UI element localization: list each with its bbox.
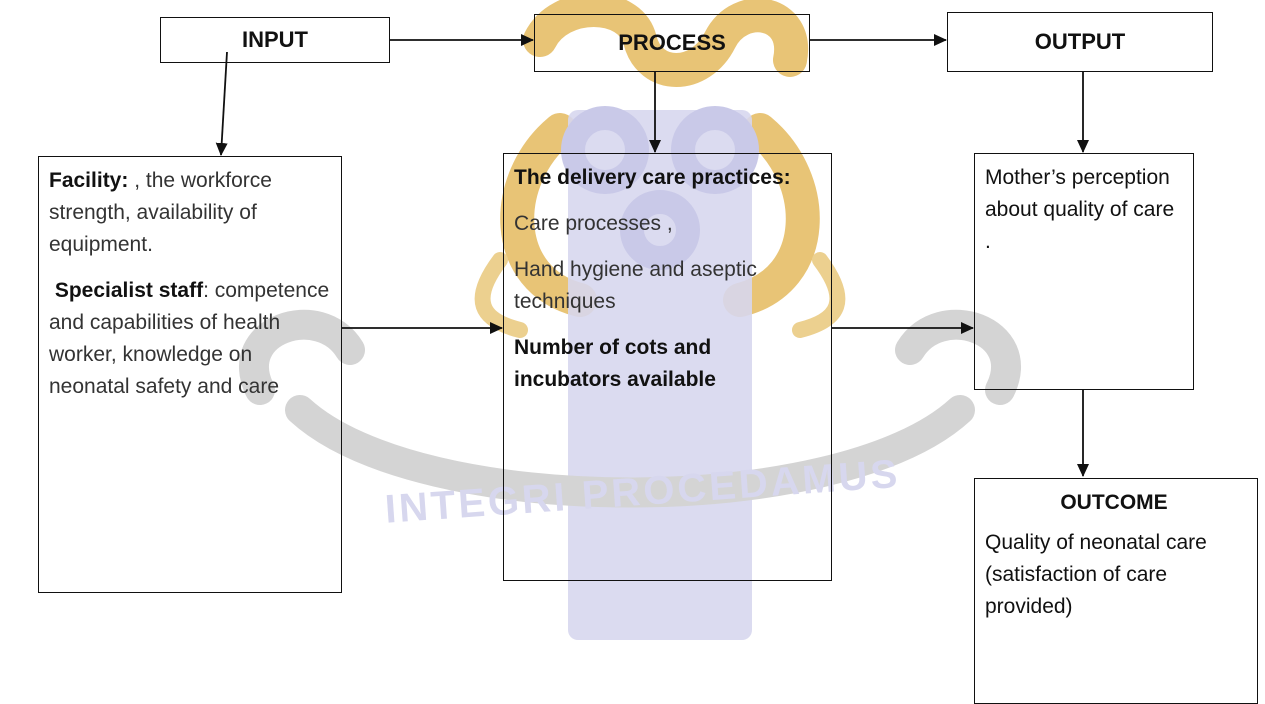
output-text: Mother’s perception about quality of car… (985, 166, 1175, 253)
output-content-box: Mother’s perception about quality of car… (974, 153, 1194, 390)
staff-text: : competence and capabilities of health … (49, 279, 330, 398)
arrow-input-down (215, 51, 228, 156)
output-title: OUTPUT (1034, 29, 1126, 54)
staff-label: Specialist staff (54, 279, 204, 302)
input-content-box: Facility: , the workforce strength, avai… (38, 156, 342, 593)
process-title-box: PROCESS (534, 14, 810, 72)
process-title: PROCESS (618, 30, 726, 55)
process-item-3: Number of cots and incubators available (514, 332, 821, 396)
input-title: INPUT (242, 27, 308, 52)
outcome-content-box: OUTCOME Quality of neonatal care (satisf… (974, 478, 1258, 704)
facility-label: Facility: (49, 169, 129, 192)
process-heading: The delivery care practices: (514, 162, 821, 194)
outcome-title-text: OUTCOME (1060, 491, 1168, 514)
outcome-title: OUTCOME (985, 487, 1243, 519)
process-heading-text: The delivery care practices: (514, 166, 791, 189)
input-title-box: INPUT (160, 17, 390, 63)
process-item-2: Hand hygiene and aseptic techniques (514, 258, 757, 313)
facility-text: , the workforce strength, availability o… (49, 169, 272, 256)
outcome-text: Quality of neonatal care (satisfaction o… (985, 531, 1207, 618)
facility-paragraph: Facility: , the workforce strength, avai… (49, 165, 331, 261)
process-item-3-text: Number of cots and incubators available (514, 336, 716, 391)
output-title-box: OUTPUT (947, 12, 1213, 72)
process-content-box: The delivery care practices: Care proces… (503, 153, 832, 581)
staff-paragraph: Specialist staff: competence and capabil… (49, 275, 331, 403)
process-item-1: Care processes , (514, 212, 673, 235)
